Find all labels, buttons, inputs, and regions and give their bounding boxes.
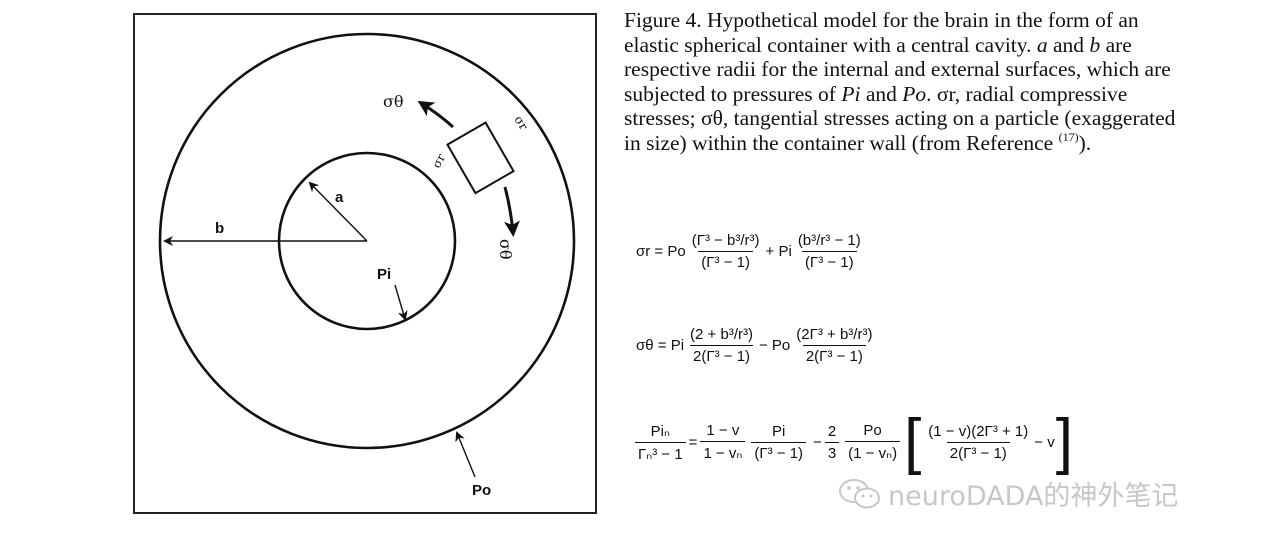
label-sigma-r-outer: σr [511, 113, 530, 132]
eq3-f4-den: (1 − vₙ) [845, 441, 901, 462]
eq3-equals: = [688, 433, 698, 451]
equation-normalized-pressure: Piₙ Γₙ³ − 1 = 1 − v 1 − vₙ Pi (Γ³ − 1) −… [632, 407, 1074, 476]
eq3-fraction-0: Piₙ Γₙ³ − 1 [635, 422, 686, 463]
eq2-f1-num: (2 + b³/r³) [690, 326, 753, 343]
caption-var-po: Po [902, 81, 927, 106]
eq1-f2-den: (Γ³ − 1) [801, 251, 857, 271]
caption-var-pi: Pi [841, 81, 861, 106]
eq1-fraction-2: (b³/r³ − 1) (Γ³ − 1) [795, 232, 864, 271]
sigma-theta-arrow-lower [503, 186, 520, 237]
eq2-mid: − Po [758, 337, 791, 354]
radius-a-arrow [308, 181, 368, 242]
eq3-f1-den: 1 − vₙ [700, 441, 746, 462]
eq3-fraction-5: (1 − v)(2Γ³ + 1) 2(Γ³ − 1) [925, 423, 1031, 462]
eq3-f0-num: Piₙ [650, 422, 670, 440]
eq2-f1-den: 2(Γ³ − 1) [690, 345, 754, 365]
eq2-fraction-1: (2 + b³/r³) 2(Γ³ − 1) [687, 326, 756, 365]
eq3-right-bracket: ] [1055, 407, 1073, 476]
eq2-f2-den: 2(Γ³ − 1) [802, 345, 866, 365]
figure-caption: Figure 4. Hypothetical model for the bra… [624, 8, 1184, 155]
eq1-f1-num: (Γ³ − b³/r³) [691, 232, 760, 249]
sigma-theta-arrow-upper [417, 100, 455, 129]
label-sigma-theta-lower: σθ [496, 239, 515, 260]
eq3-f2-num: Pi [772, 422, 786, 440]
caption-and2: and [860, 81, 903, 106]
eq3-fraction-2: Pi (Γ³ − 1) [751, 422, 807, 462]
outer-circle [158, 32, 576, 450]
caption-radii-text: are respective radii for the internal an… [624, 32, 1171, 106]
label-po: Po [472, 482, 491, 499]
label-sigma-r-inner: σr [429, 151, 448, 170]
equation-sigma-theta: σθ = Pi (2 + b³/r³) 2(Γ³ − 1) − Po (2Γ³ … [636, 326, 878, 365]
eq3-f5-den: 2(Γ³ − 1) [946, 441, 1010, 462]
label-sigma-theta-upper: σθ [383, 92, 404, 111]
label-b: b [215, 220, 224, 237]
stress-particle [446, 121, 515, 195]
eq3-left-bracket: [ [904, 407, 922, 476]
caption-var-a: a [1036, 32, 1048, 57]
eq3-tail: − v [1034, 433, 1055, 451]
eq3-f4-num: Po [863, 422, 882, 439]
po-pointer-arrow [455, 431, 476, 478]
eq3-f1-num: 1 − v [706, 422, 740, 439]
eq3-fraction-3: 2 3 [824, 422, 840, 462]
caption-var-b: b [1089, 32, 1101, 57]
eq3-f2-den: (Γ³ − 1) [751, 441, 807, 462]
equation-sigma-r: σr = Po (Γ³ − b³/r³) (Γ³ − 1) + Pi (b³/r… [636, 232, 867, 271]
caption-reference: (17) [1058, 129, 1079, 144]
eq3-fraction-4: Po (1 − vₙ) [845, 422, 901, 462]
eq3-fraction-1: 1 − v 1 − vₙ [700, 422, 746, 462]
label-a: a [335, 189, 344, 206]
watermark-text: neuroDADA的神外笔记 [888, 481, 1179, 512]
eq2-fraction-2: (2Γ³ + b³/r³) 2(Γ³ − 1) [793, 326, 875, 365]
caption-suffix: ). [1078, 130, 1092, 155]
eq2-f2-num: (2Γ³ + b³/r³) [796, 326, 873, 343]
caption-prefix: Figure 4. Hypothetical model for the bra… [624, 8, 1139, 57]
eq1-lhs: σr = Po [636, 243, 686, 260]
caption-stress-text: . σr, radial compressive stresses; σθ, t… [624, 81, 1176, 155]
eq3-minus: − [813, 433, 822, 451]
eq3-f3-num: 2 [827, 422, 837, 440]
eq3-f0-den: Γₙ³ − 1 [635, 441, 686, 463]
caption-and: and [1047, 32, 1090, 57]
eq2-lhs: σθ = Pi [636, 337, 685, 354]
eq1-f1-den: (Γ³ − 1) [698, 251, 753, 271]
label-pi: Pi [377, 266, 391, 283]
eq1-mid: + Pi [765, 243, 792, 260]
eq3-f3-den: 3 [824, 441, 840, 462]
eq3-f5-num: (1 − v)(2Γ³ + 1) [928, 422, 1029, 440]
figure-diagram: a b Pi Po σθ σθ σr σr [133, 13, 597, 514]
pi-pointer-arrow [394, 284, 408, 321]
watermark: neuroDADA的神外笔记 [838, 474, 1178, 513]
eq1-fraction-1: (Γ³ − b³/r³) (Γ³ − 1) [689, 232, 763, 271]
wechat-icon [839, 478, 880, 508]
diagram-svg: a b Pi Po σθ σθ σr σr [158, 32, 576, 499]
eq1-f2-num: (b³/r³ − 1) [797, 232, 861, 249]
